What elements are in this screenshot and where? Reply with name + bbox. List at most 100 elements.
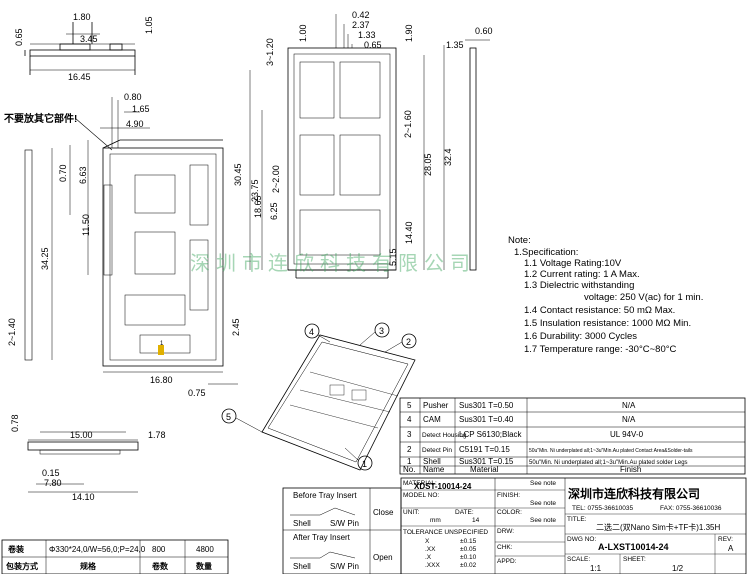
dim-1150: 11.50 [81,214,91,236]
status-after-shell: Shell [293,562,311,571]
dim-060: 0.60 [475,26,493,36]
rev-label: REV: [718,536,733,543]
dim-165: 1.65 [132,104,150,114]
bom-row3-material: LCP S6130;Black [459,430,523,439]
balloon-5: 5 [226,412,231,422]
dim-345: 3.45 [80,34,98,44]
note-1-6: 1.6 Durability: 3000 Cycles [524,331,637,342]
front-view: 不要放其它部件! 1 0.80 1.65 4.90 6.63 0.70 11.5… [4,92,241,398]
sheet-label: SHEET: [623,556,646,563]
dim-3425: 34.25 [40,247,50,270]
dim-080: 0.80 [124,92,142,102]
tol-2-val: ±0.05 [460,546,477,553]
dim-2x140: 2~1.40 [7,318,17,346]
bom-row4-finish: N/A [622,415,636,424]
packing-h1: 卷装 [7,544,24,554]
scale-value: 1:1 [590,564,602,573]
tol-4-val: ±0.02 [460,562,477,569]
watermark: 深圳市连欣科技有限公司 [190,252,476,275]
dim-075: 0.75 [188,388,206,398]
dim-324: 32.4 [443,148,453,166]
bom-row5-material: Sus301 T=0.50 [459,401,514,410]
dim-042: 0.42 [352,10,370,20]
iso-view: 1 2 3 4 5 [221,322,417,471]
dim-1680: 16.80 [150,375,173,385]
material-label: MATERIAL: [403,480,437,487]
bom-row2-material: C5191 T=0.15 [459,445,510,454]
pin-label: 1 [160,341,164,347]
packing-h4: 4800 [196,545,214,554]
bom-row5-finish: N/A [622,401,636,410]
bom-row2-finish: 50u"Min. Ni underplated all;1~3u"Min.Au … [529,448,693,454]
dim-2805: 28.05 [423,153,433,176]
packing-table: 卷装 Φ330*24,0/W=56,0;P=24,0 800 4800 包装方式… [1,539,229,574]
dim-1440: 14.40 [404,221,414,244]
dim-180: 1.80 [73,12,91,22]
title-block: MATERIAL: See note MODEL NO: XDST-10014-… [400,477,747,574]
bom-header-material: Material [470,465,499,474]
packing-h2: Φ330*24,0/W=56,0;P=24,0 [49,545,146,554]
note-1-3b: voltage: 250 V(ac) for 1 min. [584,292,703,303]
status-before-pin: S/W Pin [330,519,359,528]
tolerance-label: TOLERANCE UNSPECIFIED [403,529,488,536]
bom-row4-material: Sus301 T=0.40 [459,415,514,424]
bom-row5-name: Pusher [423,401,449,410]
bom-row2-name: Detect Pin [422,447,452,454]
dim-078: 0.78 [10,414,20,432]
status-after-pin: S/W Pin [330,562,359,571]
drawing-title: 二选二(双Nano Sim卡+TF卡)1.35H [596,522,720,532]
rev-value: A [728,544,734,553]
tol-3-key: .X [425,554,432,561]
model-label: MODEL NO: [403,492,439,499]
company-name: 深圳市连欣科技有限公司 [568,486,700,501]
bom-table: 5 Pusher Sus301 T=0.50 N/A 4 CAM Sus301 … [399,397,746,475]
dwg-number: A-LXST10014-24 [598,542,669,552]
dim-2375: 23.75 [250,179,260,202]
notes: Note: 1.Specification: 1.1 Voltage Ratin… [508,235,703,355]
bottom-view: 0.78 15.00 1.78 0.15 7.80 14.10 [10,414,166,502]
dim-070: 0.70 [58,164,68,182]
bom-header-no: No. [403,465,415,474]
top-view: 0.65 1.80 3.45 1.05 16.45 [14,12,154,82]
dim-2x200: 2~2.00 [271,165,281,193]
tol-1-key: X [425,538,430,545]
status-close: Close [373,508,394,517]
balloon-1: 1 [362,459,367,469]
note-1-1: 1.1 Voltage Rating:10V [524,258,622,269]
note-1-4: 1.4 Contact resistance: 50 mΩ Max. [524,305,675,316]
status-table: Before Tray Insert Shell S/W Pin Close A… [282,487,402,574]
status-before-title: Before Tray Insert [293,491,357,500]
dim-190: 1.90 [404,24,414,42]
note-1-2: 1.2 Current rating: 1 A Max. [524,269,640,280]
bom-row1-name: Shell [423,457,441,466]
packing-v2: 规格 [80,561,97,571]
dim-3x120: 3~1.20 [265,38,275,66]
dim-2x160: 2~1.60 [403,110,413,138]
packing-h3: 800 [152,545,166,554]
note-1-3: 1.3 Dielectric withstanding [524,280,634,291]
bom-row5-no: 5 [407,401,412,410]
bom-row1-material: Sus301 T=0.15 [459,457,514,466]
unit-value: mm [430,517,441,524]
tol-1-val: ±0.15 [460,538,477,545]
dwg-label: DWG NO: [567,536,596,543]
packing-v3: 卷数 [151,561,169,571]
bom-row3-name: Detect Housing [422,432,467,439]
bom-header-finish: Finish [620,465,641,474]
appd-label: APPD: [497,558,517,565]
dim-100: 1.00 [298,24,308,42]
notes-heading: Note: [508,235,531,246]
note-1: 1.Specification: [514,247,578,258]
bom-row2-no: 2 [407,445,412,454]
note-1-7: 1.7 Temperature range: -30°C~80°C [524,344,677,355]
bom-row1-no: 1 [407,457,412,466]
bom-row3-no: 3 [407,430,412,439]
bom-row4-name: CAM [423,415,441,424]
tol-4-key: .XXX [425,562,440,569]
finish-value: See note [530,500,556,507]
bom-row4-no: 4 [407,415,412,424]
date-label: DATE: [455,509,474,516]
tray-view: 0.42 2.37 1.33 0.65 3~1.20 1.00 1.90 30.… [233,10,453,279]
dim-3045: 30.45 [233,163,243,186]
